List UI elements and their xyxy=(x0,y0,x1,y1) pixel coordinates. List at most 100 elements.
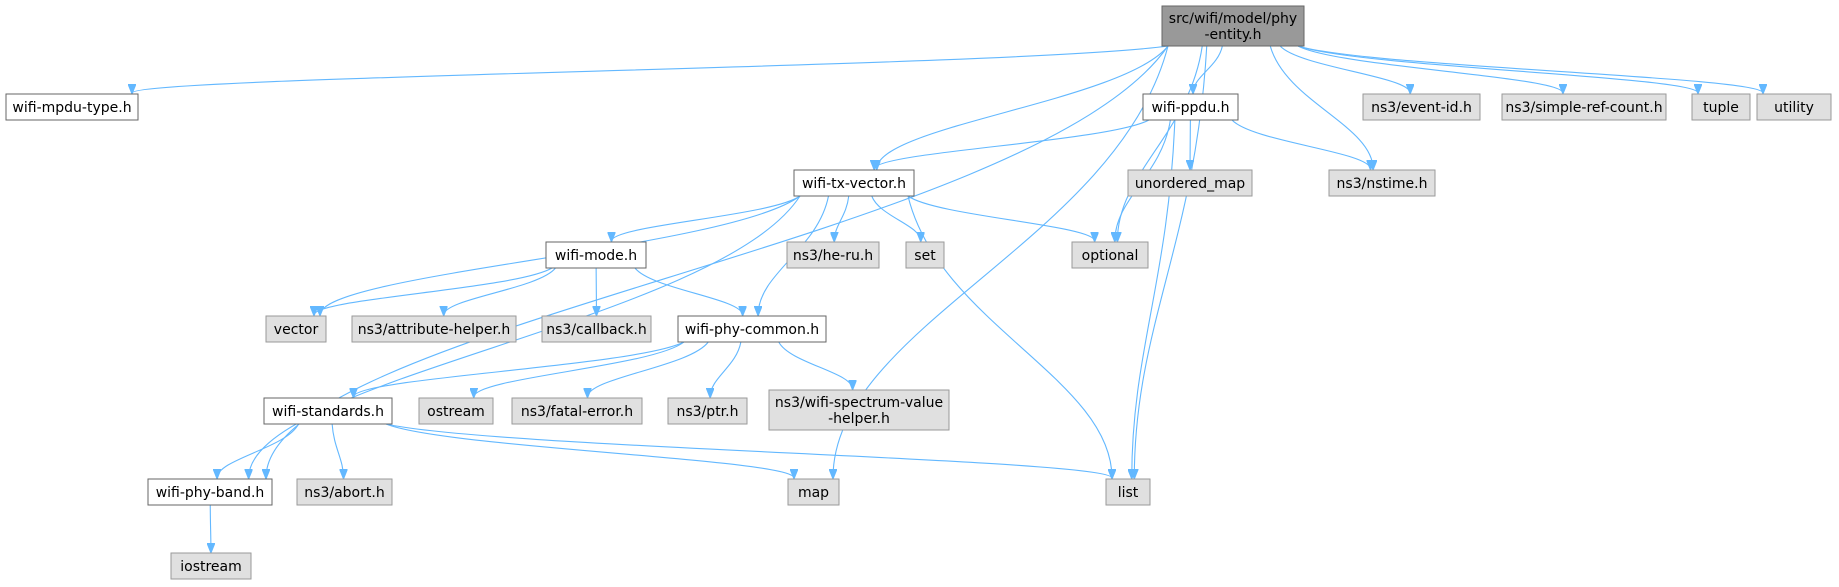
node-box-set xyxy=(905,241,945,269)
node-ns3-callback: ns3/callback.h xyxy=(541,315,652,343)
node-ns3-event-id: ns3/event-id.h xyxy=(1362,93,1481,121)
edge-wifi-tx-vector-to-wifi-mode xyxy=(611,195,801,241)
node-label-tuple: tuple xyxy=(1703,100,1739,116)
node-box-wifi-mpdu-type xyxy=(5,93,139,121)
node-label-ns3-he-ru: ns3/he-ru.h xyxy=(793,248,873,264)
edge-wifi-mode-to-ns3-attribute-helper xyxy=(444,267,556,315)
node-box-wifi-ppdu xyxy=(1142,93,1239,121)
node-box-ns3-callback xyxy=(541,315,652,343)
node-label-iostream: iostream xyxy=(180,559,242,575)
edge-wifi-phy-common-to-ostream xyxy=(474,341,685,397)
node-ns3-nstime: ns3/nstime.h xyxy=(1328,169,1436,197)
edge-root-to-ns3-nstime xyxy=(1269,45,1373,169)
node-label-ns3-simple-ref-count: ns3/simple-ref-count.h xyxy=(1505,100,1662,116)
node-box-wifi-tx-vector xyxy=(793,169,915,197)
node-box-utility xyxy=(1756,93,1832,121)
node-utility: utility xyxy=(1756,93,1832,121)
node-box-tuple xyxy=(1691,93,1751,121)
node-box-list xyxy=(1105,478,1151,506)
node-label-utility: utility xyxy=(1774,100,1814,116)
node-box-map xyxy=(787,478,840,506)
node-map: map xyxy=(787,478,840,506)
node-label-wifi-ppdu: wifi-ppdu.h xyxy=(1151,100,1229,116)
edge-wifi-tx-vector-to-list xyxy=(907,195,1112,478)
node-box-wifi-phy-band xyxy=(147,478,273,506)
node-label-unordered_map: unordered_map xyxy=(1135,176,1245,192)
node-wifi-phy-common[interactable]: wifi-phy-common.h xyxy=(677,315,827,343)
node-ns3-fatal-error: ns3/fatal-error.h xyxy=(511,397,643,425)
node-wifi-mpdu-type[interactable]: wifi-mpdu-type.h xyxy=(5,93,139,121)
node-box-unordered_map xyxy=(1127,169,1253,197)
node-box-ostream xyxy=(418,397,494,425)
node-wifi-phy-band[interactable]: wifi-phy-band.h xyxy=(147,478,273,506)
edge-wifi-mode-to-vector xyxy=(314,267,553,315)
node-set: set xyxy=(905,241,945,269)
edge-root-to-wifi-mpdu-type xyxy=(132,45,1169,93)
node-label-ns3-attribute-helper: ns3/attribute-helper.h xyxy=(358,322,511,338)
edge-wifi-tx-vector-to-optional xyxy=(907,195,1095,241)
node-label-ns3-wifi-spectrum-value-helper: -helper.h xyxy=(828,411,890,427)
node-ns3-abort: ns3/abort.h xyxy=(296,478,393,506)
node-label-map: map xyxy=(798,485,829,501)
edge-wifi-tx-vector-to-ns3-he-ru xyxy=(834,195,850,241)
edge-root-to-optional xyxy=(1117,45,1203,241)
node-label-ns3-callback: ns3/callback.h xyxy=(546,322,646,338)
node-tuple: tuple xyxy=(1691,93,1751,121)
node-box-iostream xyxy=(170,552,252,580)
node-label-wifi-phy-common: wifi-phy-common.h xyxy=(685,322,819,338)
node-iostream: iostream xyxy=(170,552,252,580)
node-label-ns3-nstime: ns3/nstime.h xyxy=(1337,176,1428,192)
edge-root-to-ns3-simple-ref-count xyxy=(1297,45,1563,93)
node-label-ns3-abort: ns3/abort.h xyxy=(304,485,384,501)
node-box-vector xyxy=(265,315,327,343)
edges-layer xyxy=(132,45,1763,552)
node-box-root xyxy=(1161,5,1305,47)
node-label-wifi-tx-vector: wifi-tx-vector.h xyxy=(802,176,906,192)
node-ns3-ptr: ns3/ptr.h xyxy=(667,397,748,425)
node-label-set: set xyxy=(914,248,936,264)
edge-wifi-standards-to-ns3-abort xyxy=(331,423,343,478)
edge-wifi-phy-band-to-iostream xyxy=(210,504,211,552)
node-box-wifi-phy-common xyxy=(677,315,827,343)
node-box-ns3-event-id xyxy=(1362,93,1481,121)
node-wifi-ppdu[interactable]: wifi-ppdu.h xyxy=(1142,93,1239,121)
node-box-ns3-ptr xyxy=(667,397,748,425)
node-label-ostream: ostream xyxy=(427,404,485,420)
node-label-vector: vector xyxy=(274,322,319,338)
node-box-optional xyxy=(1071,241,1149,269)
node-label-optional: optional xyxy=(1082,248,1139,264)
edge-wifi-phy-common-to-ns3-wifi-spectrum-value-helper xyxy=(778,341,853,389)
node-label-ns3-fatal-error: ns3/fatal-error.h xyxy=(521,404,633,420)
edge-wifi-phy-common-to-wifi-standards xyxy=(353,341,685,397)
node-label-wifi-mode: wifi-mode.h xyxy=(555,248,637,264)
edge-root-to-wifi-ppdu xyxy=(1193,45,1223,93)
edge-wifi-standards-to-map xyxy=(385,423,794,478)
node-label-wifi-phy-band: wifi-phy-band.h xyxy=(156,485,265,501)
node-box-ns3-wifi-spectrum-value-helper xyxy=(768,389,950,431)
node-wifi-standards[interactable]: wifi-standards.h xyxy=(263,397,393,425)
edge-root-to-utility xyxy=(1297,45,1763,93)
edge-wifi-ppdu-to-ns3-nstime xyxy=(1231,119,1371,169)
node-box-wifi-standards xyxy=(263,397,393,425)
node-label-list: list xyxy=(1118,485,1139,501)
edge-wifi-standards-to-list xyxy=(385,423,1112,478)
node-wifi-mode[interactable]: wifi-mode.h xyxy=(545,241,647,269)
edge-wifi-tx-vector-to-vector xyxy=(320,195,801,315)
node-box-ns3-fatal-error xyxy=(511,397,643,425)
node-vector: vector xyxy=(265,315,327,343)
node-label-wifi-mpdu-type: wifi-mpdu-type.h xyxy=(12,100,131,116)
node-root[interactable]: src/wifi/model/phy-entity.h xyxy=(1161,5,1305,47)
node-ns3-wifi-spectrum-value-helper: ns3/wifi-spectrum-value-helper.h xyxy=(768,389,950,431)
node-wifi-tx-vector[interactable]: wifi-tx-vector.h xyxy=(793,169,915,197)
node-ns3-attribute-helper: ns3/attribute-helper.h xyxy=(351,315,517,343)
node-box-wifi-mode xyxy=(545,241,647,269)
edge-root-to-wifi-tx-vector xyxy=(877,45,1169,169)
node-ns3-simple-ref-count: ns3/simple-ref-count.h xyxy=(1501,93,1667,121)
node-box-ns3-nstime xyxy=(1328,169,1436,197)
node-box-ns3-abort xyxy=(296,478,393,506)
edge-wifi-tx-vector-to-set xyxy=(871,195,921,241)
edge-wifi-phy-common-to-ns3-fatal-error xyxy=(588,341,709,397)
edge-wifi-mode-to-wifi-phy-common xyxy=(634,267,743,315)
edge-wifi-ppdu-to-wifi-tx-vector xyxy=(874,119,1150,169)
